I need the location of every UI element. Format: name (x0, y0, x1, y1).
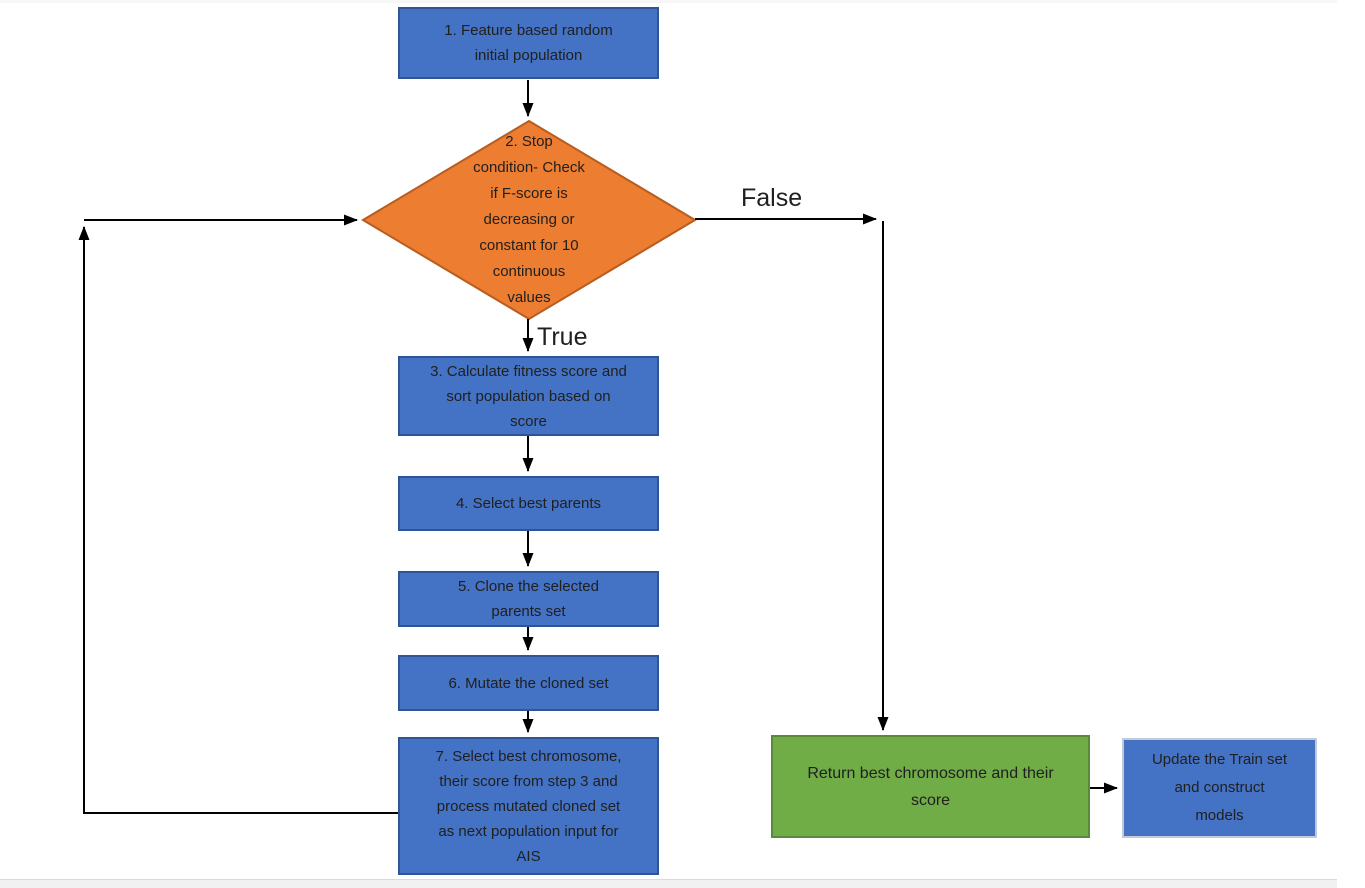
page-top-edge (0, 0, 1337, 3)
node-step5: 5. Clone the selected parents set (398, 571, 659, 627)
page-bottom-edge (0, 879, 1337, 888)
edge-label-true: True (537, 323, 588, 351)
node-step1: 1. Feature based random initial populati… (398, 7, 659, 79)
node-step4: 4. Select best parents (398, 476, 659, 531)
connector-loop-back (78, 226, 399, 814)
node-step3: 3. Calculate fitness score and sort popu… (398, 356, 659, 436)
node-step6: 6. Mutate the cloned set (398, 655, 659, 711)
edge-label-false: False (741, 184, 803, 212)
node-return-best: Return best chromosome and their score (771, 735, 1090, 838)
node-step2-decision: 2. Stop condition- Check if F-score is d… (473, 133, 585, 306)
node-update-train: Update the Train set and construct model… (1122, 738, 1317, 838)
node-step7: 7. Select best chromosome, their score f… (398, 737, 659, 875)
